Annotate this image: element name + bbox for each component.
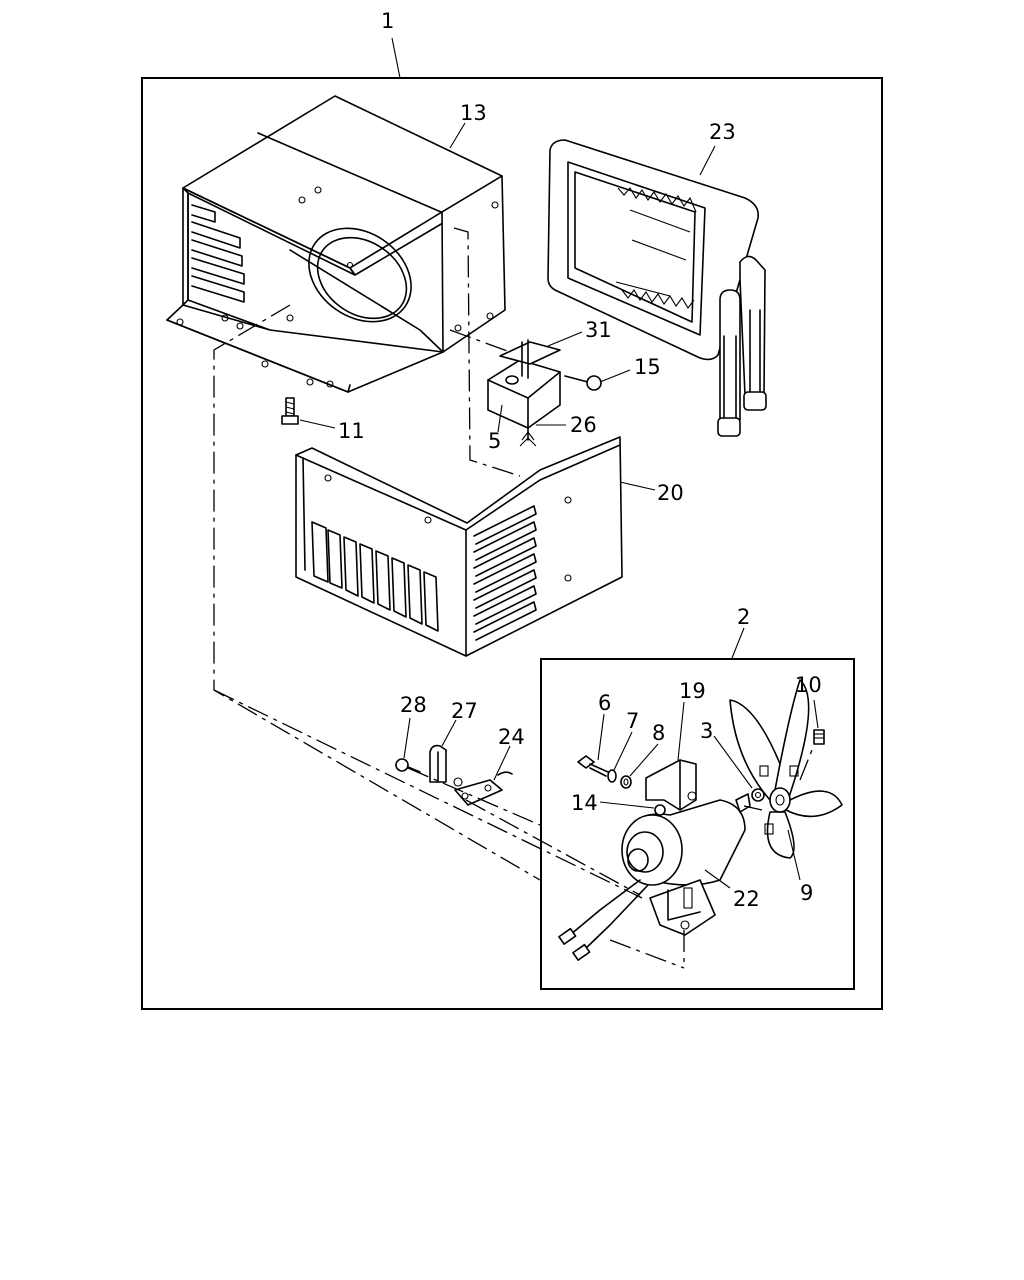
callout-27: 27 xyxy=(451,699,478,723)
motor-subassembly-frame xyxy=(540,658,855,990)
callout-24: 24 xyxy=(498,725,525,749)
callout-9: 9 xyxy=(800,881,813,905)
callout-labels: 1 2 3 5 6 7 8 9 10 11 13 14 15 19 20 22 … xyxy=(338,9,822,911)
callout-19: 19 xyxy=(679,679,706,703)
callout-23: 23 xyxy=(709,120,736,144)
callout-1: 1 xyxy=(381,9,394,33)
callout-15: 15 xyxy=(634,355,661,379)
nut-3 xyxy=(751,788,765,802)
screw-28 xyxy=(395,758,421,773)
fan-9 xyxy=(729,679,843,859)
screw-15 xyxy=(564,375,602,391)
nut-10 xyxy=(813,729,825,745)
callout-6: 6 xyxy=(598,691,611,715)
bracket-24 xyxy=(453,771,513,806)
front-cover xyxy=(295,436,623,657)
nut-14 xyxy=(654,804,666,816)
alignment-lines xyxy=(213,227,815,969)
assembly-frame xyxy=(141,77,883,1010)
callout-2: 2 xyxy=(737,605,750,629)
callout-14: 14 xyxy=(571,791,598,815)
heater-case xyxy=(166,95,506,393)
callout-5: 5 xyxy=(488,429,501,453)
leader-lines xyxy=(299,37,819,889)
bolt-6 xyxy=(577,755,609,777)
callout-31: 31 xyxy=(585,318,612,342)
washer-7 xyxy=(607,769,617,783)
washer-8 xyxy=(620,775,632,789)
motor-22 xyxy=(558,793,751,961)
callout-8: 8 xyxy=(652,721,665,745)
resistor-block xyxy=(487,339,561,447)
callout-28: 28 xyxy=(400,693,427,717)
callout-3: 3 xyxy=(700,719,713,743)
callout-26: 26 xyxy=(570,413,597,437)
bracket-19 xyxy=(645,759,697,811)
callout-22: 22 xyxy=(733,887,760,911)
callout-10: 10 xyxy=(795,673,822,697)
callout-20: 20 xyxy=(657,481,684,505)
callout-11: 11 xyxy=(338,419,365,443)
callout-7: 7 xyxy=(626,709,639,733)
heater-core xyxy=(547,139,767,437)
bolt-11 xyxy=(281,397,299,425)
clip-27 xyxy=(429,744,447,783)
callout-13: 13 xyxy=(460,101,487,125)
